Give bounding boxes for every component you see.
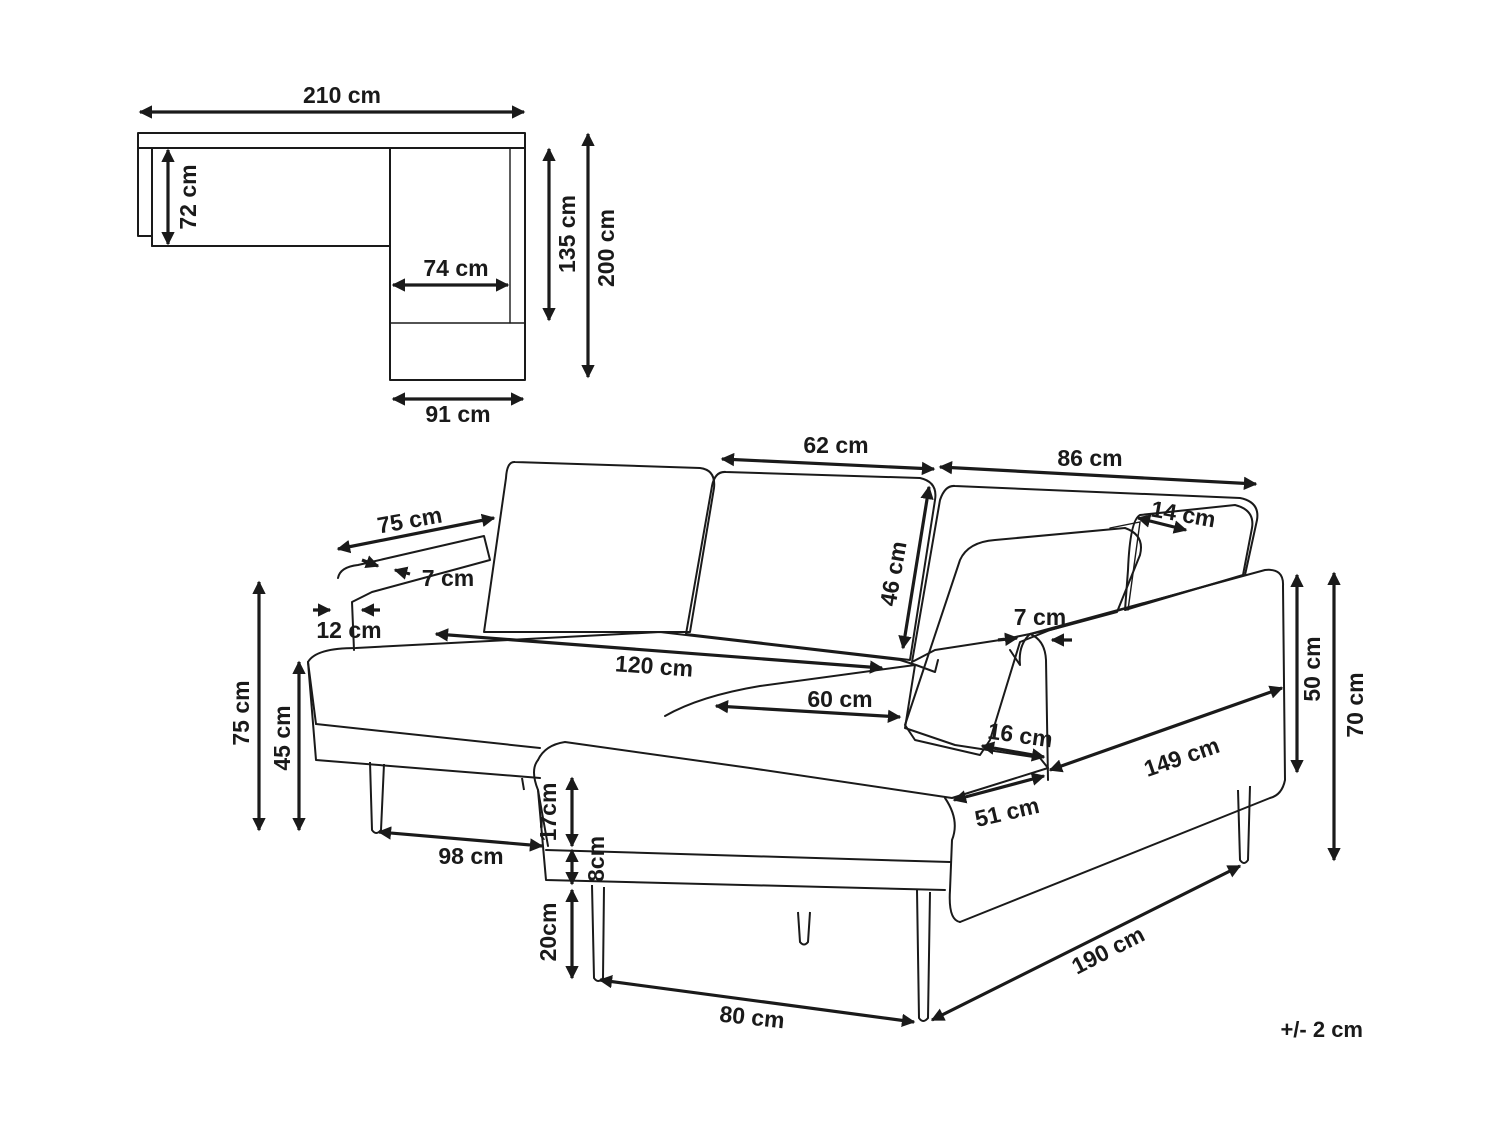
- label-width-total: 210 cm: [303, 82, 381, 108]
- chaise-back-cushion: [904, 527, 1142, 756]
- dim-pillow-depth: [1136, 514, 1188, 534]
- label-back-cushion-width: 62 cm: [803, 432, 868, 458]
- dim-seat-width: [434, 628, 884, 674]
- label-armrest-length: 75 cm: [375, 502, 444, 539]
- label-armrest-width-bottom: 12 cm: [316, 617, 381, 643]
- dim-chaise-arm-width: [952, 772, 1046, 804]
- tolerance-note: +/- 2 cm: [1280, 1017, 1363, 1042]
- dim-corner-back-width: [938, 460, 1258, 491]
- label-total-length: 190 cm: [1067, 921, 1148, 980]
- dim-back-cushion-width: [720, 452, 936, 476]
- sofa-perspective: 62 cm 86 cm 75 cm 7 cm 12 cm 46 cm 14 cm…: [228, 432, 1368, 1033]
- label-chaise-arm-width: 51 cm: [972, 792, 1041, 832]
- label-leg-spacing: 98 cm: [438, 843, 503, 869]
- top-view: 210 cm 72 cm 74 cm 135 cm 200 cm 91 cm: [137, 82, 619, 427]
- label-corner-back-width: 86 cm: [1057, 445, 1122, 471]
- leg-front-chaise: [591, 884, 605, 982]
- label-left-depth: 72 cm: [175, 164, 201, 229]
- label-chaise-front-width: 80 cm: [718, 1001, 786, 1034]
- label-chaise-width: 91 cm: [425, 401, 490, 427]
- label-side-length: 149 cm: [1141, 732, 1223, 782]
- leg-back-left: [521, 777, 525, 791]
- label-chaise-inner-width: 74 cm: [423, 255, 488, 281]
- label-back-cushion-height: 46 cm: [875, 539, 912, 608]
- label-frame-thickness: 8cm: [583, 836, 609, 882]
- leg-middle: [797, 911, 811, 946]
- label-depth-to-chaise: 135 cm: [554, 195, 580, 273]
- label-leg-height: 20cm: [535, 903, 561, 962]
- label-pillow-depth: 14 cm: [1149, 496, 1218, 533]
- chaise-seat: [537, 664, 1049, 799]
- dim-side-length: [1048, 685, 1284, 773]
- leg-front-left: [369, 761, 385, 834]
- label-chaise-seat-width: 60 cm: [807, 686, 872, 712]
- label-seat-width: 120 cm: [614, 650, 694, 681]
- dim-chaise-arm-depth: [980, 741, 1046, 762]
- label-depth-total: 200 cm: [593, 209, 619, 287]
- label-total-height: 75 cm: [228, 680, 254, 745]
- label-armrest-width-top: 7 cm: [422, 565, 474, 591]
- dim-chaise-seat-width: [714, 700, 902, 723]
- seat-block: [307, 631, 939, 673]
- label-arm-height: 50 cm: [1299, 636, 1325, 701]
- leg-chaise-right: [916, 889, 931, 1022]
- dim-total-length: [930, 864, 1242, 1022]
- label-seat-thickness: 17cm: [535, 783, 561, 842]
- dim-back-cushion-height: [898, 485, 934, 650]
- label-side-arm-width: 7 cm: [1014, 604, 1066, 630]
- label-seat-height: 45 cm: [269, 705, 295, 770]
- dim-armrest-length: [336, 513, 496, 554]
- dim-armrest-width-top: [361, 555, 380, 569]
- dim-leg-spacing: [377, 826, 544, 852]
- back-cushion-left: [483, 460, 716, 633]
- dim-chaise-front-width: [598, 974, 916, 1028]
- top-view-outline: [137, 132, 526, 381]
- dim-side-arm-width: [997, 632, 1019, 646]
- leg-back-right: [1237, 785, 1251, 864]
- back-cushion-middle: [685, 470, 937, 661]
- left-armrest: [337, 535, 491, 651]
- right-side-panel: [959, 568, 1286, 923]
- label-back-height: 70 cm: [1342, 672, 1368, 737]
